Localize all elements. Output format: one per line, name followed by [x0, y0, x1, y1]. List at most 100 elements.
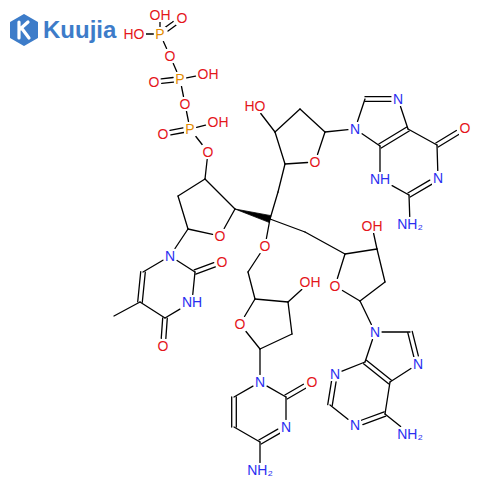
atom-label: O — [214, 229, 227, 243]
bond-line — [392, 186, 409, 195]
bond-line — [365, 340, 373, 363]
bond-line — [381, 131, 409, 148]
bond-line — [259, 349, 260, 375]
atom-label: O — [459, 121, 472, 135]
bond-line — [385, 414, 401, 427]
atom-label: O — [202, 145, 215, 159]
bond-line — [114, 302, 140, 316]
bond-line — [231, 397, 232, 427]
watermark-text: Kuujia — [43, 18, 116, 42]
bond-line — [178, 179, 205, 196]
bond-line — [246, 332, 260, 350]
bond-line — [188, 229, 213, 234]
bond-line — [194, 263, 214, 270]
bond-line — [259, 429, 278, 440]
bond-line — [328, 381, 332, 405]
atom-label: NH₂ — [396, 217, 424, 231]
atom-label: OH — [299, 275, 322, 289]
bond-line — [377, 249, 385, 282]
atom-label: O — [259, 239, 272, 253]
atom-label: HO — [244, 99, 267, 113]
bond-line — [178, 196, 188, 229]
atom-label: O — [234, 317, 247, 331]
bond-line — [224, 209, 235, 229]
bond-line — [182, 87, 184, 97]
bond-line — [161, 318, 162, 339]
bond-line — [162, 82, 174, 83]
bond-line — [288, 290, 302, 303]
atom-label: O — [216, 255, 229, 269]
bond-line — [165, 22, 173, 28]
bond-line — [436, 145, 438, 171]
bond-line — [401, 107, 409, 130]
bond-line — [285, 162, 308, 164]
atom-label: NH₂ — [396, 427, 424, 441]
bond-line — [363, 416, 386, 424]
atom-label: N — [349, 122, 361, 136]
atom-label: O — [157, 339, 170, 353]
atom-label: O — [157, 127, 170, 141]
bond-line — [408, 129, 437, 145]
bond-line — [330, 405, 348, 419]
bond-line — [171, 132, 184, 134]
bond-line — [138, 272, 141, 302]
bond-line — [270, 192, 278, 219]
bond-line — [161, 77, 173, 78]
bond-line — [261, 114, 275, 133]
atom-label: N — [349, 418, 361, 432]
bond-line — [234, 386, 253, 397]
bond-line — [285, 384, 304, 395]
bond-line — [245, 299, 256, 317]
bond-line — [193, 272, 195, 295]
bond-line — [361, 412, 384, 420]
bond-line — [366, 360, 391, 380]
bond-line — [345, 249, 377, 254]
bond-line — [205, 179, 235, 209]
bond-line — [285, 397, 286, 420]
bond-line — [205, 160, 207, 180]
bond-line — [408, 195, 410, 217]
atom-label: N — [254, 375, 266, 389]
bond-line — [287, 388, 306, 399]
bond-line — [248, 272, 255, 299]
bond-line — [332, 382, 336, 406]
bond-line — [364, 364, 389, 384]
bond-line — [305, 232, 345, 254]
atom-label: NH — [369, 172, 391, 186]
bond-line — [408, 180, 430, 193]
bond-line — [187, 112, 189, 122]
atom-label: O — [306, 375, 319, 389]
bond-line — [438, 134, 459, 146]
bond-line — [234, 427, 260, 442]
atom-label: OH — [149, 8, 172, 22]
bond-line — [166, 318, 167, 339]
atom-label: O — [176, 11, 189, 25]
bond-line — [410, 184, 432, 197]
bond-line — [168, 25, 176, 31]
atom-label: N — [412, 357, 424, 371]
logo-icon — [8, 14, 40, 46]
bond-line — [342, 362, 365, 371]
bond-line — [318, 132, 326, 155]
bond-line — [288, 302, 292, 334]
wedge-bond — [235, 209, 271, 222]
bond-line — [175, 229, 188, 249]
bond-line — [197, 125, 206, 127]
bond-line — [270, 219, 305, 232]
bond-line — [379, 146, 380, 172]
bond-line — [236, 397, 237, 427]
bond-line — [143, 260, 163, 272]
atom-label: OH — [197, 67, 220, 81]
bond-line — [275, 109, 300, 132]
atom-label: N — [164, 249, 176, 263]
atom-label: NH — [181, 295, 203, 309]
atom-label: N — [432, 171, 444, 185]
bond-line — [300, 109, 325, 132]
atom-label: O — [329, 279, 342, 293]
bond-line — [159, 23, 160, 27]
atom-label: O — [179, 97, 192, 111]
bond-line — [165, 309, 180, 318]
bond-line — [173, 64, 176, 72]
atom-label: HO — [123, 27, 146, 41]
